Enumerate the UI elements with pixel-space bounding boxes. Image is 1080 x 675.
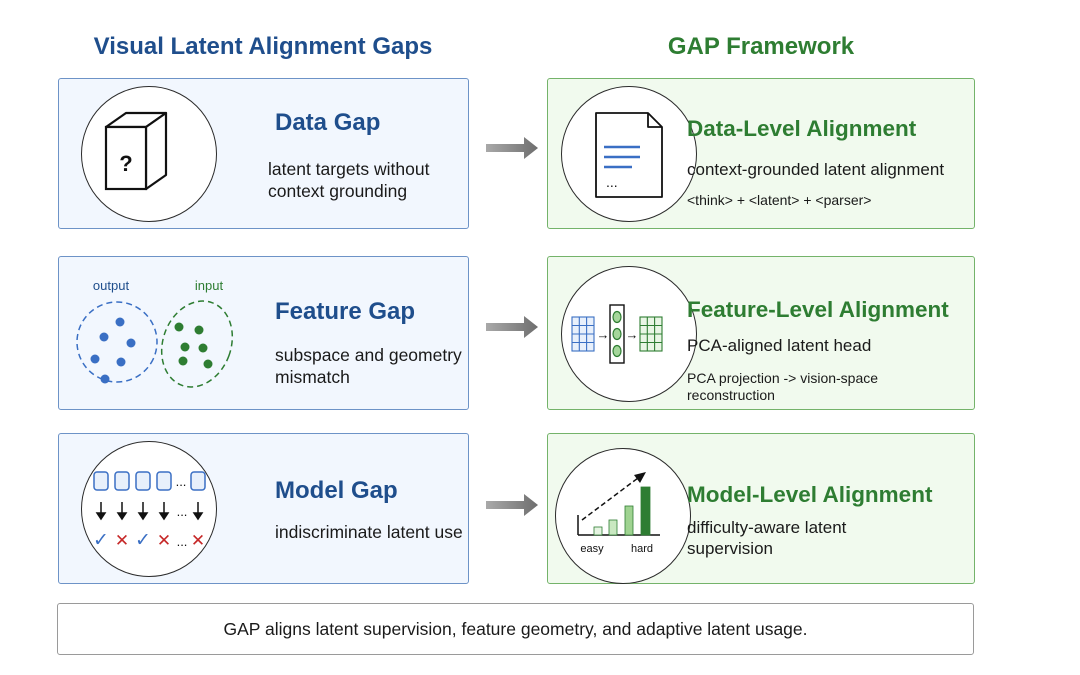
model-level-alignment-description: difficulty-aware latent supervision xyxy=(687,518,847,558)
token-ellipsis: ... xyxy=(176,474,187,489)
feature-level-alignment-title: Feature-Level Alignment xyxy=(687,297,949,322)
projection-icon: → → xyxy=(561,266,697,402)
question-mark: ? xyxy=(119,151,132,176)
document-icon: ... xyxy=(561,86,697,222)
check-mark: ✓ xyxy=(93,530,109,551)
summary-footer: GAP aligns latent supervision, feature g… xyxy=(57,603,974,655)
feature-gap-description: subspace and geometry mismatch xyxy=(275,345,462,387)
arrow-right-icon xyxy=(486,137,538,159)
summary-text: GAP aligns latent supervision, feature g… xyxy=(223,618,808,639)
easy-label: easy xyxy=(580,543,604,555)
data-gap-description: latent targets without context grounding xyxy=(268,159,430,201)
data-gap-title: Data Gap xyxy=(275,109,381,136)
feature-level-alignment-detail: PCA projection -> vision-space reconstru… xyxy=(687,370,879,403)
model-level-alignment-title: Model-Level Alignment xyxy=(687,482,933,507)
data-level-alignment-title: Data-Level Alignment xyxy=(687,116,917,141)
data-level-alignment-card: ... Data-Level Alignment context-grounde… xyxy=(547,78,975,229)
token-check-icon: ... ... ✓ ✕ ✓ ✕ ... ✕ xyxy=(81,441,217,577)
check-mark: ✓ xyxy=(135,530,151,551)
arrow-glyph-2: → xyxy=(626,327,639,342)
model-level-alignment-card: easy hard Model-Level Alignment difficul… xyxy=(547,433,975,584)
data-level-alignment-description: context-grounded latent alignment xyxy=(687,160,945,179)
model-gap-card: ... ... ✓ ✕ ✓ ✕ ... ✕ Model Gap indiscri… xyxy=(58,433,469,584)
model-gap-description: indiscriminate latent use xyxy=(275,522,463,542)
gaps-column-title: Visual Latent Alignment Gaps xyxy=(93,33,433,60)
arrow-right-icon xyxy=(486,494,538,516)
difficulty-bars-icon: easy hard xyxy=(555,448,691,584)
cross-mark: ✕ xyxy=(157,531,171,550)
data-level-alignment-detail: <think> + <latent> + <parser> xyxy=(687,192,872,208)
framework-column-title: GAP Framework xyxy=(667,33,855,60)
hard-label: hard xyxy=(631,543,653,555)
data-gap-card: ? Data Gap latent targets without contex… xyxy=(58,78,469,229)
feature-gap-title: Feature Gap xyxy=(275,298,416,325)
arrow-ellipsis: ... xyxy=(177,504,188,519)
feature-gap-card: output input Feature Gap subspace and ge… xyxy=(58,256,469,410)
cross-mark: ✕ xyxy=(191,531,205,550)
arrow-glyph-1: → xyxy=(597,327,610,342)
feature-level-alignment-description: PCA-aligned latent head xyxy=(687,336,872,355)
feature-level-alignment-card: → → Feature-Level Alignment PCA-aligned … xyxy=(547,256,975,410)
output-label: output xyxy=(93,278,130,293)
model-gap-title: Model Gap xyxy=(275,477,398,504)
feature-clusters-icon: output input xyxy=(76,278,234,388)
result-ellipsis: ... xyxy=(177,534,188,549)
input-label: input xyxy=(195,278,224,293)
cross-mark: ✕ xyxy=(115,531,129,550)
document-ellipsis: ... xyxy=(606,174,618,190)
arrow-right-icon xyxy=(486,316,538,338)
unknown-box-icon: ? xyxy=(81,86,217,222)
